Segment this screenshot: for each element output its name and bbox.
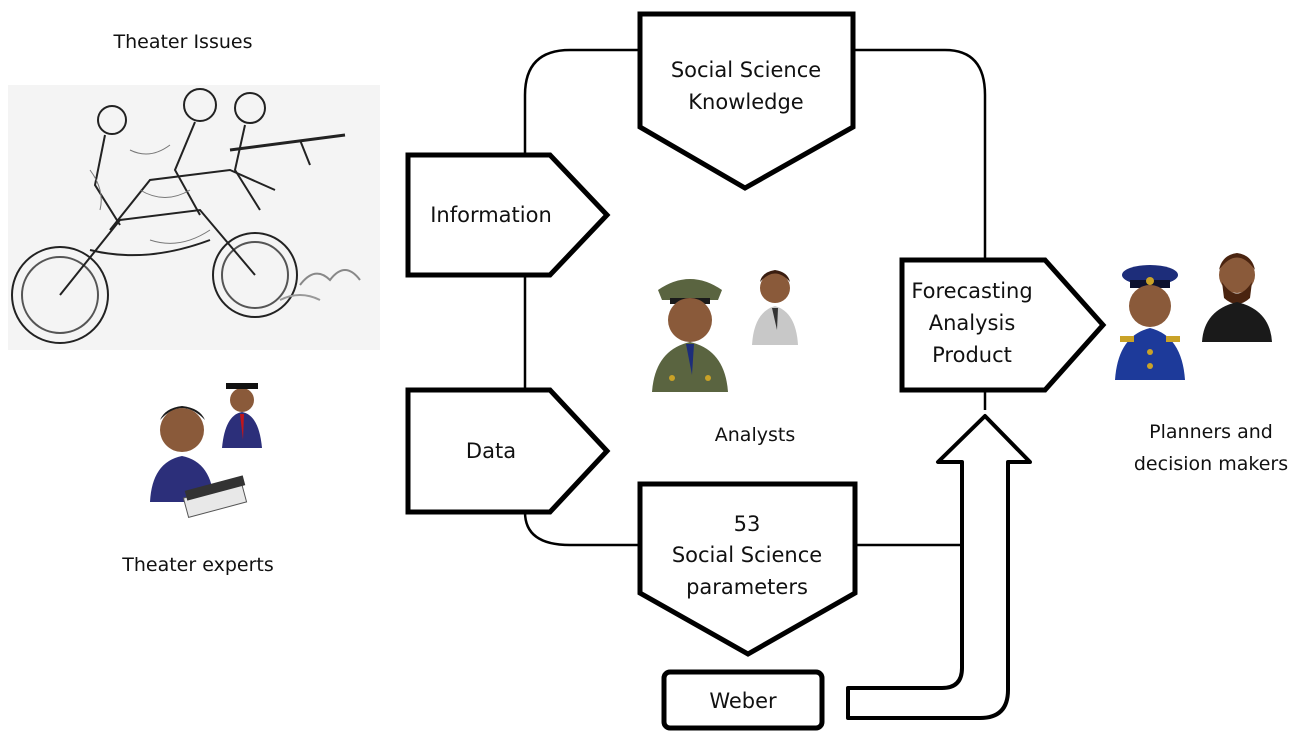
information-label: Information <box>430 203 552 227</box>
planners-label-line1: Planners and <box>1149 421 1273 443</box>
theater-issues-label: Theater Issues <box>112 31 252 53</box>
forecasting-node: Forecasting Analysis Product <box>899 257 1107 393</box>
weber-to-forecast-block-arrow <box>846 414 1032 720</box>
theater-experts-label: Theater experts <box>121 554 273 576</box>
connector-loop <box>523 48 987 547</box>
motorcycle-sketch-image <box>8 85 380 350</box>
admiral-and-bearded-man-icon <box>1115 253 1272 380</box>
planners-label-line2: decision makers <box>1134 453 1288 475</box>
data-node: Data <box>405 387 611 515</box>
social-science-knowledge-line2: Knowledge <box>688 90 803 114</box>
information-node: Information <box>405 152 611 278</box>
parameters-line2: Social Science <box>672 543 822 567</box>
analysts-label: Analysts <box>715 424 795 446</box>
forecasting-line2: Analysis <box>929 311 1016 335</box>
forecasting-line1: Forecasting <box>911 279 1032 303</box>
weber-node: Weber <box>661 669 825 731</box>
parameters-node: 53 Social Science parameters <box>637 481 858 657</box>
parameters-line1: 53 <box>734 512 761 536</box>
officer-and-analyst-icon <box>652 270 798 392</box>
social-science-knowledge-node: Social Science Knowledge <box>637 11 856 191</box>
social-science-knowledge-line1: Social Science <box>671 58 821 82</box>
weber-label: Weber <box>709 689 777 713</box>
graduate-and-businessman-icon <box>150 383 262 519</box>
forecasting-line3: Product <box>932 343 1012 367</box>
data-label: Data <box>466 439 516 463</box>
parameters-line3: parameters <box>686 575 808 599</box>
